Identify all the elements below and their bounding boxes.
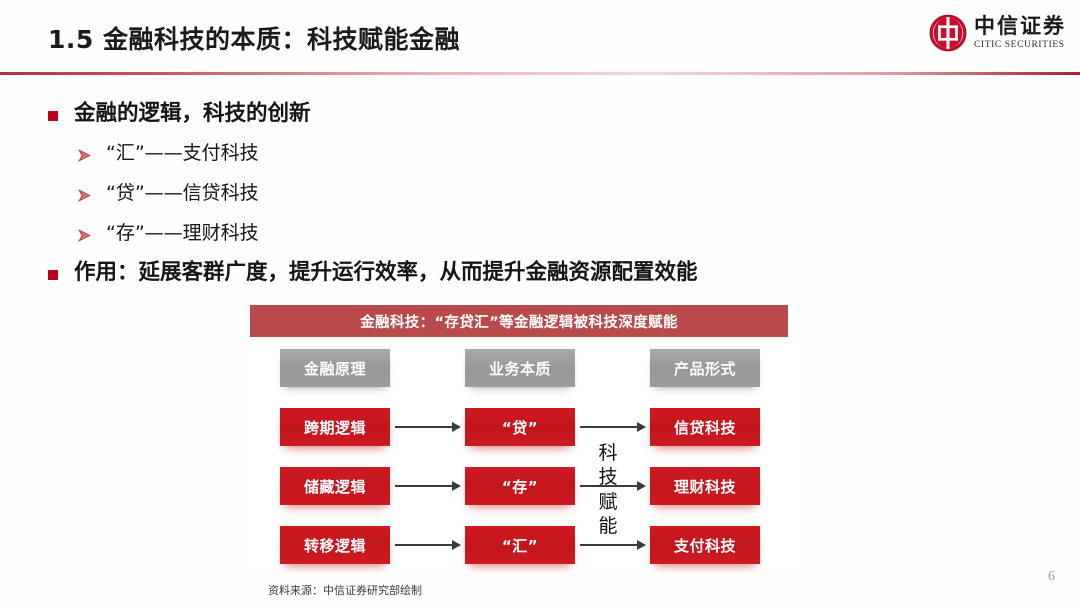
- page-title: 1.5 金融科技的本质：科技赋能金融: [48, 25, 460, 54]
- diagram-node-product-1: 信贷科技: [650, 408, 760, 446]
- diagram-node-essence-2-label: “存”: [501, 477, 539, 496]
- diagram-vertical-label-char-3: 赋: [598, 490, 618, 513]
- diagram-node-product-2-label: 理财科技: [673, 477, 736, 496]
- arrow-triangle-bullet-icon: [78, 189, 91, 202]
- bullet-secondary-3-label: “存”——理财科技: [106, 222, 259, 244]
- diagram-arrow-1a-head-icon: [452, 422, 461, 432]
- diagram-banner-label: 金融科技：“存贷汇”等金融逻辑被科技深度赋能: [360, 314, 678, 331]
- arrow-triangle-bullet-icon: [78, 149, 91, 162]
- diagram-node-principle-1-label: 跨期逻辑: [303, 418, 366, 437]
- diagram-arrow-3b-head-icon: [637, 540, 646, 550]
- diagram-arrow-3b-line: [580, 544, 638, 546]
- diagram-arrow-2a-line: [395, 485, 453, 487]
- diagram-node-essence-3: “汇”: [465, 526, 575, 564]
- diagram-node-essence-3-label: “汇”: [501, 536, 539, 555]
- diagram-node-product-1-label: 信贷科技: [673, 418, 736, 437]
- diagram-vertical-label: 科 技 赋 能: [594, 441, 622, 538]
- source-note: 资料来源：中信证券研究部绘制: [268, 584, 422, 597]
- diagram-node-essence-2: “存”: [465, 467, 575, 505]
- logo-name-cn: 中信证券: [974, 13, 1066, 38]
- diagram-vertical-label-char-1: 科: [598, 442, 618, 464]
- diagram-column-header-product: 产品形式: [650, 349, 760, 387]
- bullet-secondary-3: “存”——理财科技: [78, 222, 259, 245]
- diagram-node-product-3: 支付科技: [650, 526, 760, 564]
- diagram-node-essence-1: “贷”: [465, 408, 575, 446]
- bullet-primary-2-label: 作用：延展客群广度，提升运行效率，从而提升金融资源配置效能: [74, 260, 698, 285]
- diagram-arrow-2a-head-icon: [452, 481, 461, 491]
- logo-name-en: CITIC SECURITIES: [974, 39, 1065, 50]
- diagram-arrow-2b-line: [580, 485, 638, 487]
- diagram-arrow-1b-line: [580, 426, 638, 428]
- bullet-primary-1-label: 金融的逻辑，科技的创新: [74, 101, 311, 126]
- diagram-arrow-2b-head-icon: [637, 481, 646, 491]
- bullet-secondary-2: “贷”——信贷科技: [78, 182, 259, 205]
- bullet-primary-2: 作用：延展客群广度，提升运行效率，从而提升金融资源配置效能: [48, 260, 698, 286]
- diagram-vertical-label-char-4: 能: [598, 514, 618, 537]
- diagram-column-header-principle-label: 金融原理: [303, 359, 366, 378]
- bullet-primary-1: 金融的逻辑，科技的创新: [48, 101, 311, 127]
- page-number: 6: [1048, 569, 1055, 584]
- diagram-node-principle-2: 储藏逻辑: [280, 467, 390, 505]
- fintech-logic-diagram: 金融科技：“存贷汇”等金融逻辑被科技深度赋能 金融原理 业务本质 产品形式 跨期…: [250, 305, 798, 575]
- diagram-column-header-essence-label: 业务本质: [488, 359, 551, 378]
- company-logo: 中信证券 CITIC SECURITIES: [929, 14, 1066, 52]
- diagram-node-principle-3: 转移逻辑: [280, 526, 390, 564]
- square-bullet-icon: [48, 111, 58, 121]
- diagram-column-header-principle: 金融原理: [280, 349, 390, 387]
- diagram-column-header-essence: 业务本质: [465, 349, 575, 387]
- diagram-arrow-1b-head-icon: [637, 422, 646, 432]
- diagram-node-essence-1-label: “贷”: [501, 418, 539, 437]
- citic-circular-emblem-icon: [929, 14, 967, 52]
- diagram-column-header-product-label: 产品形式: [673, 359, 736, 378]
- square-bullet-icon: [48, 270, 58, 280]
- diagram-arrow-3a-head-icon: [452, 540, 461, 550]
- arrow-triangle-bullet-icon: [78, 229, 91, 242]
- diagram-banner: 金融科技：“存贷汇”等金融逻辑被科技深度赋能: [250, 305, 788, 337]
- diagram-vertical-label-char-2: 技: [598, 466, 618, 489]
- header-divider: [0, 72, 1080, 75]
- diagram-arrow-1a-line: [395, 426, 453, 428]
- diagram-node-principle-3-label: 转移逻辑: [303, 536, 366, 555]
- diagram-canvas: 金融原理 业务本质 产品形式 跨期逻辑 “贷” 信贷科技: [250, 345, 798, 570]
- bullet-secondary-1-label: “汇”——支付科技: [106, 142, 259, 164]
- logo-text-block: 中信证券 CITIC SECURITIES: [974, 13, 1066, 51]
- diagram-node-product-3-label: 支付科技: [673, 536, 736, 555]
- diagram-node-principle-2-label: 储藏逻辑: [303, 477, 366, 496]
- bullet-secondary-2-label: “贷”——信贷科技: [106, 182, 259, 204]
- slide-header: 1.5 金融科技的本质：科技赋能金融 中信证券 CITIC SECURITIES: [0, 0, 1080, 75]
- diagram-arrow-3a-line: [395, 544, 453, 546]
- bullet-secondary-1: “汇”——支付科技: [78, 142, 259, 165]
- diagram-node-product-2: 理财科技: [650, 467, 760, 505]
- diagram-node-principle-1: 跨期逻辑: [280, 408, 390, 446]
